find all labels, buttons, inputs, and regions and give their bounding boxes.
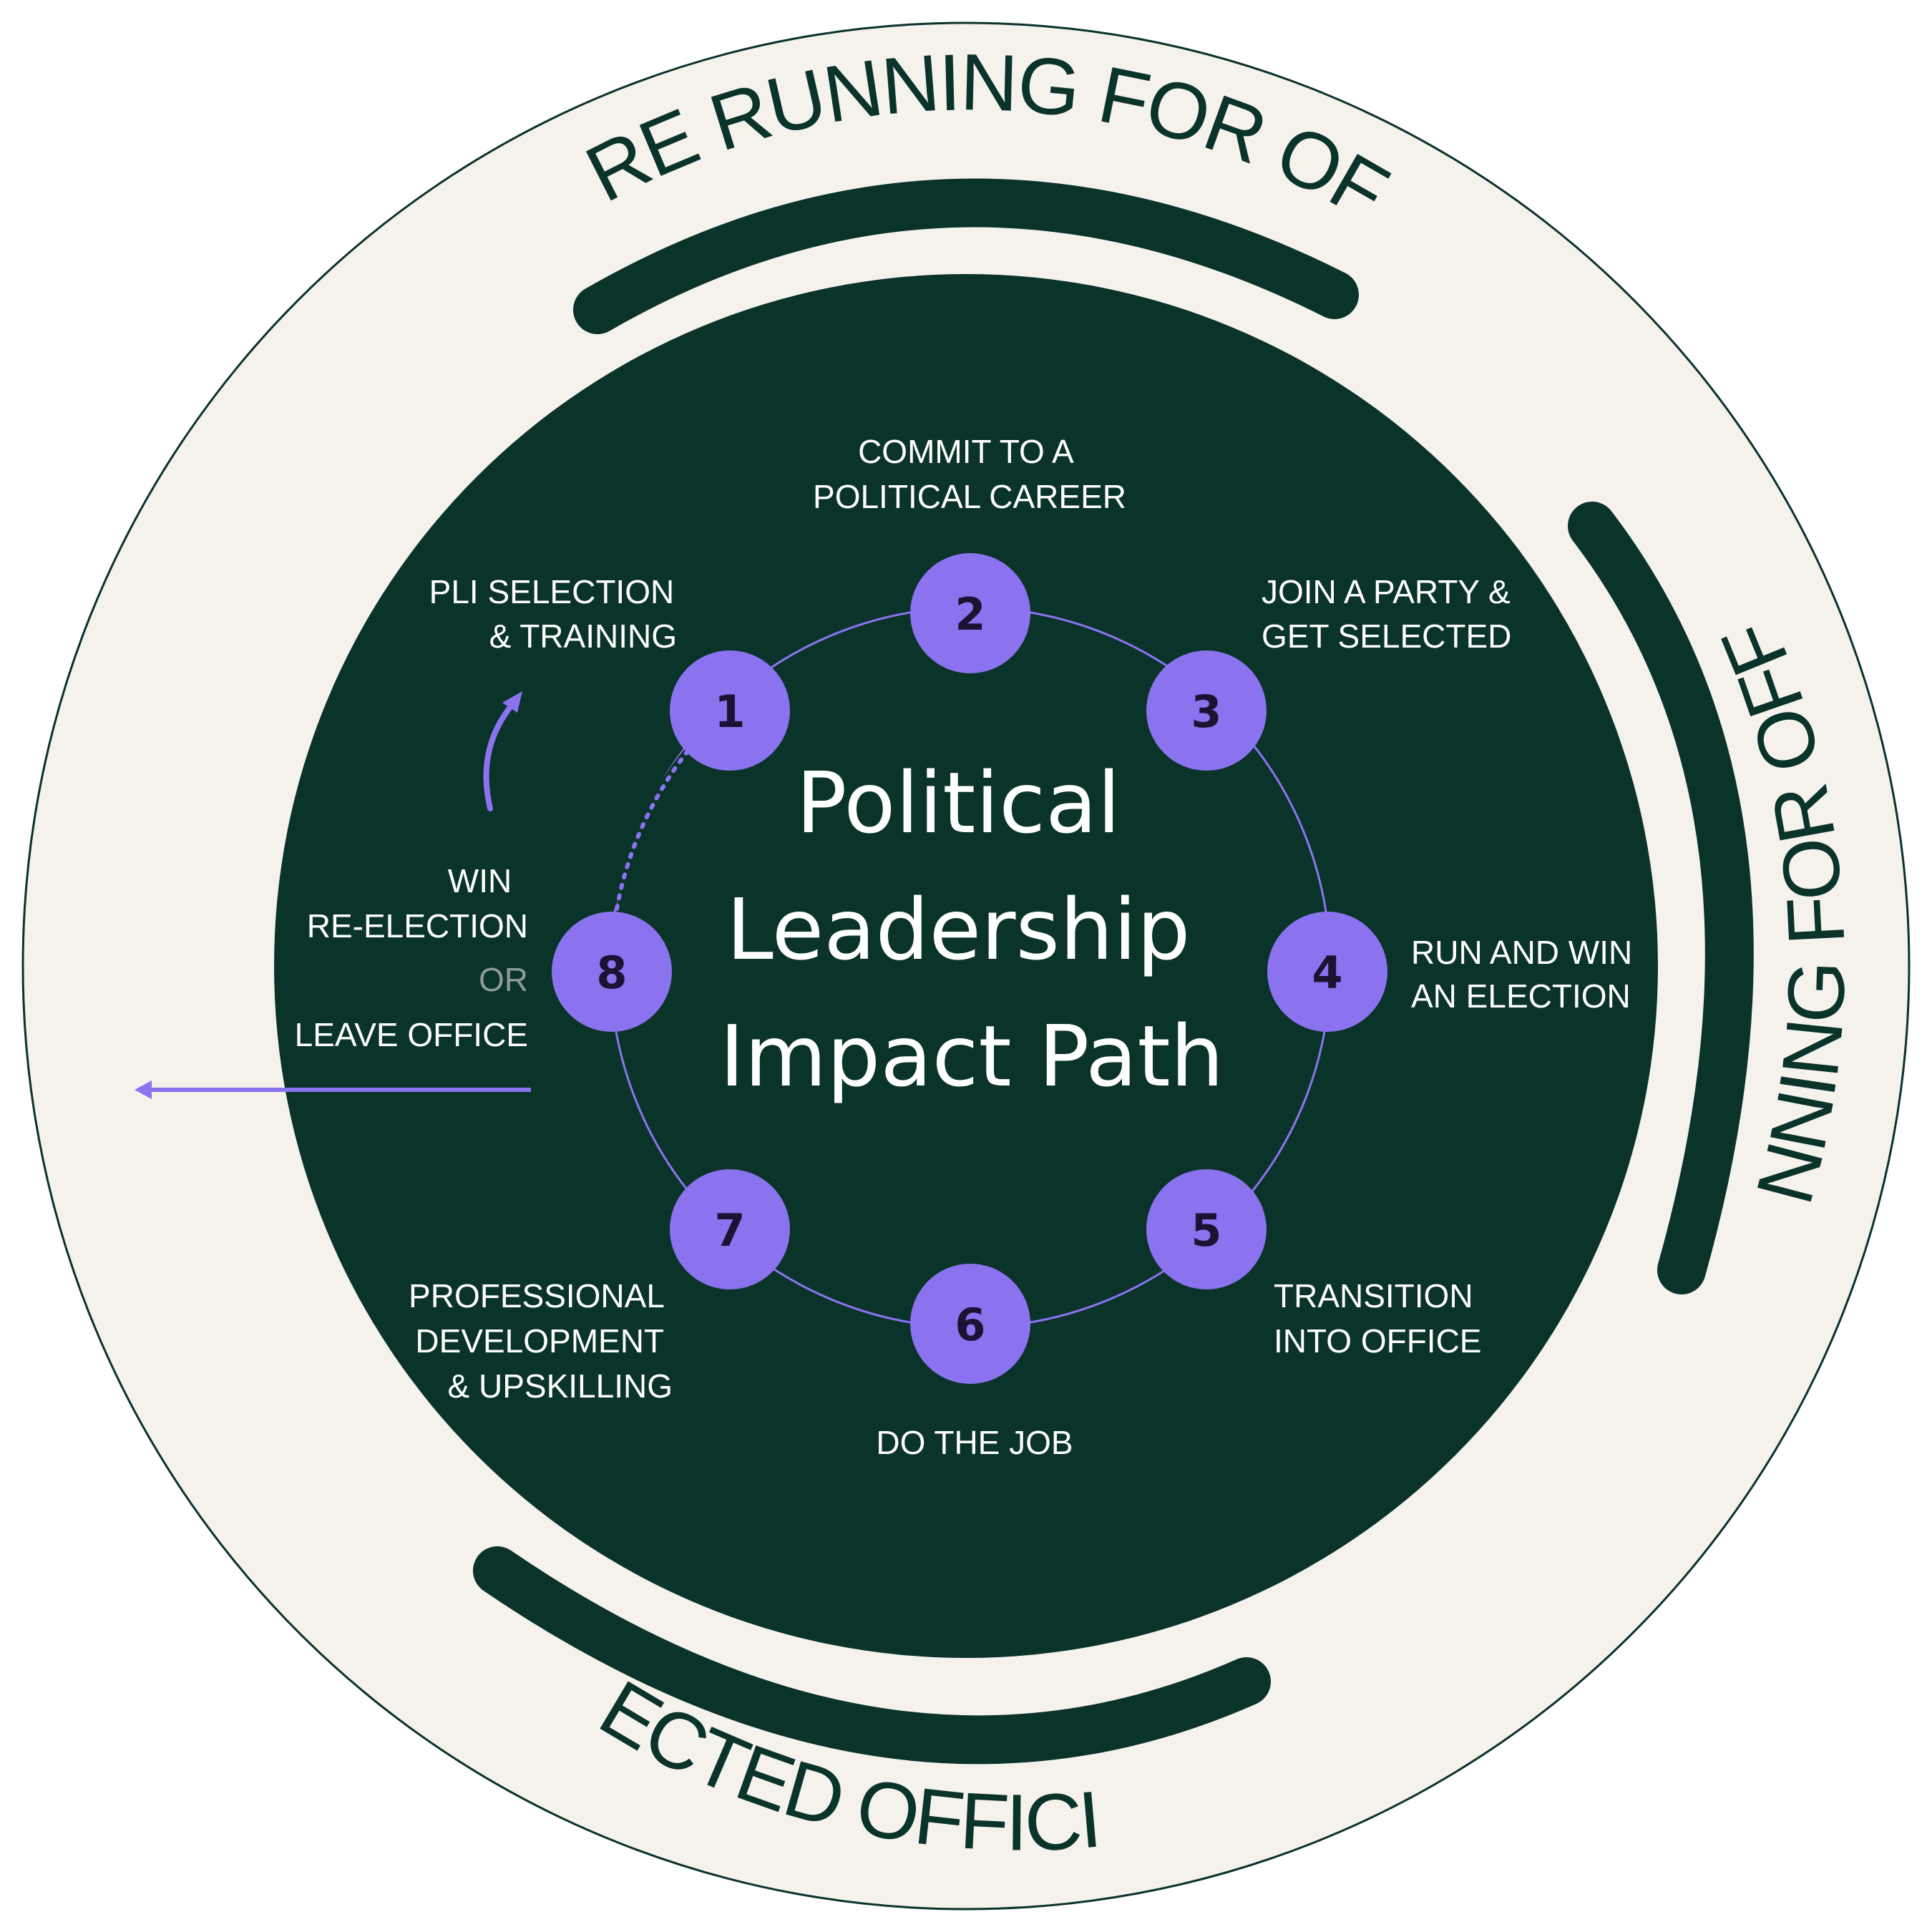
step-label-3: JOIN A PARTY & GET SELECTED [1262, 573, 1519, 655]
step-label-5: TRANSITION INTO OFFICE [1274, 1277, 1482, 1360]
step-8-or-label: OR [479, 961, 528, 998]
dotted-return-segment [608, 745, 693, 910]
step-node-4: 4 [1267, 912, 1387, 1032]
svg-text:6: 6 [955, 1299, 985, 1351]
re-election-arrow-head-icon [502, 691, 522, 713]
running-phase-arc [1568, 502, 1754, 1294]
step-node-5: 5 [1146, 1169, 1267, 1289]
step-node-7: 7 [670, 1169, 790, 1289]
step-label-1: PLI SELECTION & TRAINING [429, 573, 683, 655]
step-node-8: 8 [552, 912, 672, 1032]
svg-text:8: 8 [596, 947, 627, 999]
re-election-arrow [483, 700, 517, 811]
leave-office-arrow-head-icon [135, 1080, 152, 1099]
step-node-2: 2 [910, 553, 1030, 673]
step-node-6: 6 [910, 1264, 1030, 1384]
dotted-return-line [615, 746, 693, 911]
elected-phase-arc [473, 1546, 1271, 1765]
step-node-3: 3 [1146, 650, 1267, 771]
svg-text:3: 3 [1191, 686, 1221, 738]
step-8-leave-label: LEAVE OFFICE [295, 1016, 528, 1053]
step-label-7: PROFESSIONAL DEVELOPMENT & UPSKILLING [409, 1277, 673, 1405]
before-phase-arc [573, 178, 1359, 334]
step-label-6: DO THE JOB [876, 1424, 1073, 1461]
diagram-title: Political Leadership Impact Path [720, 753, 1224, 1106]
svg-text:2: 2 [955, 588, 985, 640]
svg-text:7: 7 [714, 1204, 745, 1257]
svg-text:4: 4 [1312, 947, 1342, 999]
step-label-8: WIN RE-ELECTION [307, 862, 528, 945]
step-node-1: 1 [670, 650, 790, 771]
svg-text:1: 1 [714, 686, 745, 738]
step-label-4: RUN AND WIN AN ELECTION [1411, 934, 1641, 1015]
svg-text:5: 5 [1191, 1204, 1221, 1257]
step-label-2: COMMIT TO A POLITICAL CAREER [813, 433, 1126, 515]
inner-circle [274, 274, 1658, 1658]
